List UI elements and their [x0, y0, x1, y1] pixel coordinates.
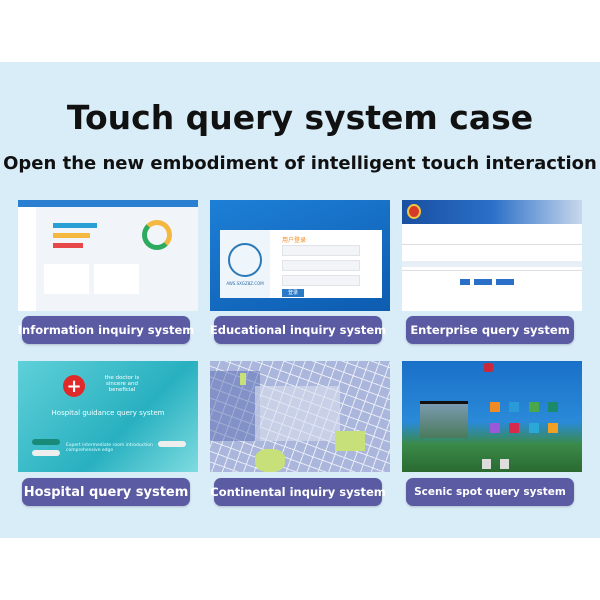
caption-text: Expert intermediate room introduction co… — [66, 443, 153, 453]
password-field[interactable] — [282, 260, 360, 271]
school-emblem-icon — [228, 242, 262, 277]
qr-code-icon — [500, 459, 509, 469]
scenic-system-screenshot[interactable] — [402, 361, 582, 472]
site-url: AWS.SXGZ8Z.COM — [226, 280, 264, 286]
emblem-icon — [407, 204, 421, 219]
information-system-screenshot[interactable] — [18, 200, 198, 311]
menu-tile[interactable] — [490, 422, 500, 433]
captcha-field[interactable] — [282, 275, 360, 286]
menu-tile[interactable] — [547, 422, 558, 433]
red-cross-icon: + — [63, 375, 85, 397]
slogan-text: the doctor is sincere and beneficial — [104, 375, 140, 393]
qr-code-icon — [482, 459, 491, 469]
menu-tile[interactable] — [547, 402, 558, 412]
case-label-hospital[interactable]: Hospital query system — [22, 478, 190, 506]
login-title: 用户登录 — [282, 237, 307, 244]
educational-system-screenshot[interactable]: AWS.SXGZ8Z.COM 用户登录 登录 — [210, 200, 390, 311]
case-label-educational[interactable]: Educational inquiry system — [210, 316, 386, 344]
menu-tile[interactable] — [490, 402, 500, 412]
logo-icon — [484, 363, 493, 372]
case-label-continental[interactable]: Continental inquiry system — [210, 478, 386, 506]
hospital-heading: Hospital guidance query system — [51, 409, 165, 417]
case-label-information[interactable]: Information inquiry system — [18, 316, 194, 344]
menu-tile[interactable] — [528, 422, 539, 433]
page-title: Touch query system case — [66, 98, 534, 137]
case-label-scenic[interactable]: Scenic spot query system — [406, 478, 574, 506]
menu-button[interactable] — [158, 441, 186, 447]
menu-button[interactable] — [32, 450, 60, 456]
login-button[interactable]: 登录 — [282, 289, 304, 297]
username-field[interactable] — [282, 245, 360, 256]
video-panel[interactable] — [420, 401, 468, 438]
enterprise-system-screenshot[interactable] — [402, 200, 582, 311]
map-screenshot[interactable] — [210, 361, 390, 472]
hospital-system-screenshot[interactable]: + the doctor is sincere and beneficial H… — [18, 361, 198, 472]
menu-tile[interactable] — [509, 422, 520, 433]
page-subtitle: Open the new embodiment of intelligent t… — [3, 153, 597, 174]
menu-tile[interactable] — [528, 402, 539, 412]
case-label-enterprise[interactable]: Enterprise query system — [406, 316, 574, 344]
menu-button[interactable] — [32, 439, 60, 445]
menu-tile[interactable] — [509, 402, 520, 412]
